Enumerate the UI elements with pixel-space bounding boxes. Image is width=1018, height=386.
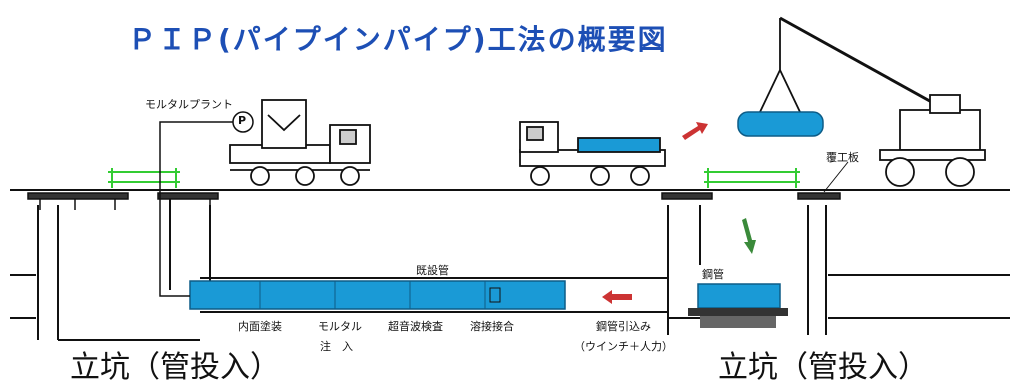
mortar-feed-line — [159, 121, 240, 297]
existing-pipe-left — [10, 274, 36, 319]
mortar-plant-label: モルタルプラント — [145, 98, 233, 111]
existing-pipe-label: 既設管 — [416, 264, 449, 277]
welding-label: 溶接接合 — [470, 320, 514, 333]
steel-pipe-label: 鋼管 — [702, 268, 724, 281]
pipe-truck-icon — [519, 121, 666, 186]
inner-coating-label: 内面塗装 — [238, 320, 282, 333]
pull-in-label: 鋼管引込み — [596, 320, 651, 333]
cart-pipe-icon — [688, 283, 788, 328]
right-shaft-supports — [661, 192, 841, 200]
winch-label: （ウインチ＋人力） — [574, 340, 673, 353]
right-shaft — [667, 205, 827, 335]
shaft-left-label: 立坑（管投入） — [70, 350, 280, 385]
left-shaft — [37, 195, 211, 341]
mortar-label: モルタル — [318, 320, 362, 333]
injection-label: 注 入 — [320, 340, 353, 353]
ultrasonic-label: 超音波検査 — [388, 320, 443, 333]
existing-pipe-main — [200, 277, 668, 313]
right-fence-icon — [704, 168, 800, 188]
cover-plate-pointer — [823, 161, 849, 193]
page-title: ＰＩＰ(パイプインパイプ)工法の概要図 — [128, 23, 668, 56]
new-steel-pipe — [189, 280, 566, 310]
left-fence-icon — [108, 168, 180, 188]
suspended-pipe-icon — [737, 111, 824, 137]
shaft-right-label: 立坑（管投入） — [718, 350, 928, 385]
arrow-icon — [602, 122, 756, 304]
pump-label: P — [238, 114, 247, 127]
existing-pipe-right — [668, 274, 1010, 319]
mortar-truck-icon — [229, 99, 371, 186]
pump-icon — [232, 111, 254, 133]
crane-icon — [759, 16, 986, 187]
cover-plate-label: 覆工板 — [826, 151, 859, 164]
left-shaft-supports — [27, 192, 219, 210]
